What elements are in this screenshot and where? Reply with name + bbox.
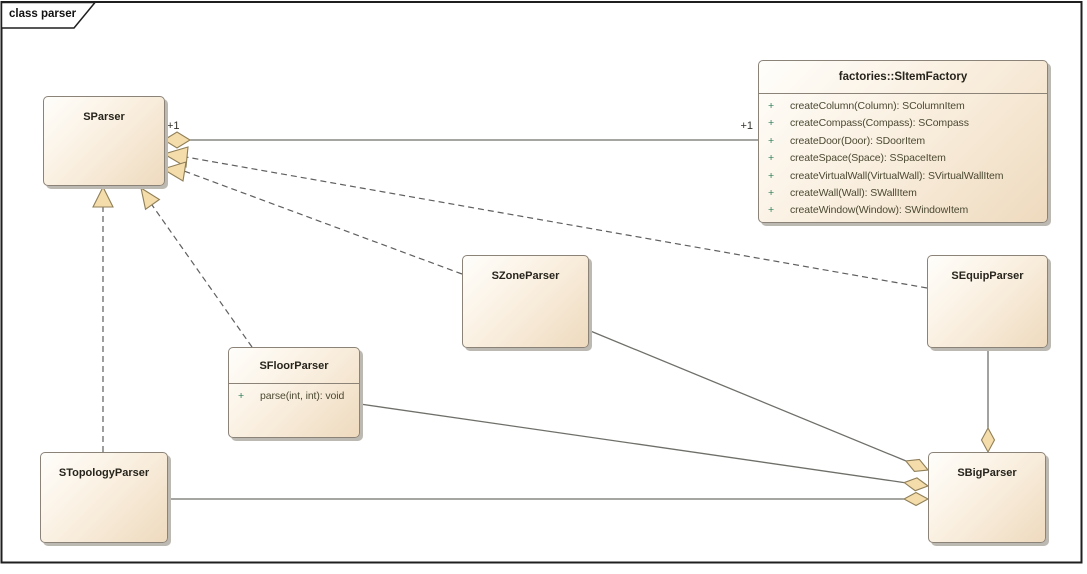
aggregation-diamond-icon [902,491,930,507]
realization-sfloorparser-sparser[interactable] [140,186,253,348]
aggregation-sbigparser-stopologyparser[interactable] [168,491,930,507]
aggregation-sbigparser-szoneparser[interactable] [587,329,930,472]
diagram-frame-tab [0,1,97,29]
visibility: + [768,134,775,147]
class-name: SEquipParser [951,270,1024,282]
generalization-arrow-icon [162,146,189,168]
methods-compartment: + createColumn(Column): SColumnItem + cr… [759,94,1047,220]
methods-compartment: + parse(int, int): void [229,384,359,405]
connector-line [185,156,928,289]
realization-szoneparser-sparser[interactable] [161,161,463,275]
class-name: SFloorParser [229,348,359,384]
class-box-stopologyparser[interactable]: STopologyParser [40,452,168,543]
connector-line [587,329,907,462]
connector-line [359,403,905,484]
class-name: STopologyParser [58,467,150,479]
method-signature: createWall(Wall): SWallItem [790,186,917,199]
aggregation-sparser-sitemfactory[interactable]: +1 +1 [162,120,758,149]
class-box-sparser[interactable]: SParser [43,96,165,186]
generalization-arrow-icon [140,186,161,211]
method-row: + createWall(Wall): SWallItem [768,185,1043,202]
method-row: + parse(int, int): void [238,388,355,405]
aggregation-sbigparser-sequipparser[interactable] [980,348,996,454]
method-signature: createCompass(Compass): SCompass [790,117,969,130]
visibility: + [238,390,245,402]
aggregation-diamond-icon [162,131,192,149]
method-signature: createWindow(Window): SWindowItem [790,204,969,217]
method-row: + createDoor(Door): SDoorItem [768,133,1043,150]
class-box-szoneparser[interactable]: SZoneParser [462,255,589,348]
method-row: + createSpace(Space): SSpaceItem [768,150,1043,167]
class-box-sitemfactory[interactable]: factories::SItemFactory + createColumn(C… [758,60,1048,223]
aggregation-diamond-icon [980,426,996,454]
class-box-sbigparser[interactable]: SBigParser [928,452,1046,543]
multiplicity-label: +1 [167,120,180,132]
class-name: SParser [83,111,125,123]
visibility: + [768,186,775,199]
frame-tab-label: class parser [9,8,77,20]
visibility: + [768,100,775,112]
class-name: SZoneParser [491,270,560,282]
generalization-arrow-icon [92,185,114,208]
method-signature: createSpace(Space): SSpaceItem [790,152,946,165]
method-signature: createDoor(Door): SDoorItem [790,134,926,147]
visibility: + [768,169,775,182]
visibility: + [768,204,775,217]
generalization-arrow-icon [161,161,187,182]
aggregation-diamond-icon [903,477,930,492]
method-row: + createColumn(Column): SColumnItem [768,98,1043,115]
realization-sequipparser-sparser[interactable] [162,146,928,289]
realization-stopologyparser-sparser[interactable] [92,185,114,452]
method-signature: createColumn(Column): SColumnItem [790,100,965,112]
visibility: + [768,152,775,165]
method-row: + createVirtualWall(VirtualWall): SVirtu… [768,168,1043,185]
method-signature: parse(int, int): void [260,390,345,402]
multiplicity-label: +1 [740,120,753,132]
visibility: + [768,117,775,130]
method-signature: createVirtualWall(VirtualWall): SVirtual… [790,169,1004,182]
diagram-frame-border [0,1,1083,564]
class-box-sequipparser[interactable]: SEquipParser [927,255,1048,348]
connector-line [183,170,463,275]
aggregation-sbigparser-sfloorparser[interactable] [359,403,930,492]
connector-line [151,204,253,348]
aggregation-diamond-icon [904,458,930,472]
class-name: factories::SItemFactory [759,61,1047,94]
class-name: SBigParser [957,467,1017,479]
method-row: + createWindow(Window): SWindowItem [768,202,1043,219]
method-row: + createCompass(Compass): SCompass [768,115,1043,132]
class-box-sfloorparser[interactable]: SFloorParser + parse(int, int): void [228,347,360,438]
